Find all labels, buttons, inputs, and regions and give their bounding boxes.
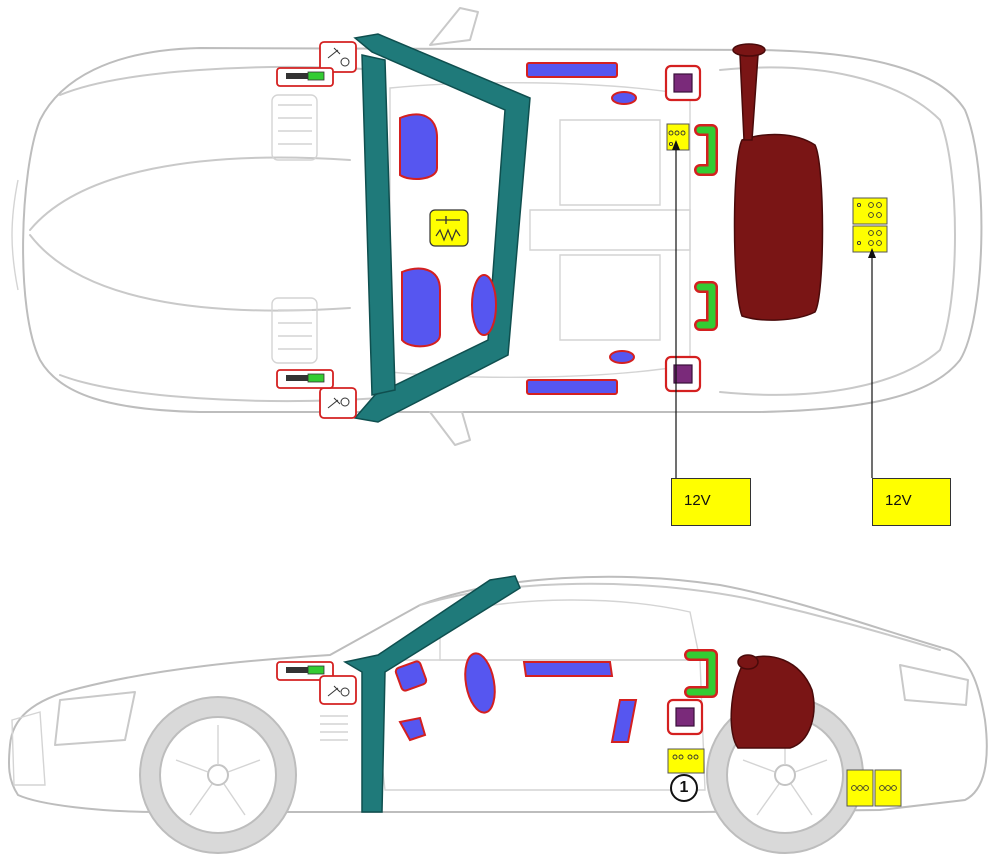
seat-belt-tensioner-icon-bottom bbox=[319, 387, 357, 419]
steering-airbag-side bbox=[464, 652, 496, 714]
fuel-cap bbox=[732, 43, 766, 57]
side-airbag-door bbox=[610, 699, 638, 743]
belt-tensioner-bottom bbox=[694, 281, 718, 331]
headlight bbox=[54, 691, 136, 746]
side-vent bbox=[320, 715, 348, 741]
battery-icon-side-cabin bbox=[667, 748, 705, 774]
a-pillar-side bbox=[342, 575, 521, 813]
battery-icon-trunk bbox=[852, 197, 888, 253]
seat-belt-tensioner-icon-top bbox=[319, 41, 357, 73]
battery-label-rear: 12V bbox=[872, 478, 951, 526]
seat-bottom bbox=[559, 254, 661, 341]
passenger-airbag bbox=[401, 267, 441, 348]
rollover-box-side bbox=[666, 698, 704, 736]
battery-icon-cabin bbox=[666, 123, 690, 151]
battery-icon-side-trunk bbox=[846, 769, 902, 807]
vent-top bbox=[271, 94, 318, 161]
fuel-tank-side bbox=[730, 655, 815, 749]
front-wheel bbox=[139, 696, 297, 854]
taillight bbox=[899, 664, 969, 706]
mirror-bottom bbox=[429, 411, 471, 446]
belt-tensioner-side bbox=[684, 649, 718, 698]
belt-buckle-top bbox=[276, 67, 334, 87]
side-airbag-bottom bbox=[609, 350, 635, 364]
center-console bbox=[529, 209, 691, 251]
battery-callout-number: 1 bbox=[670, 774, 698, 802]
driver-airbag bbox=[399, 113, 439, 181]
belt-buckle-side bbox=[276, 661, 334, 681]
side-airbag-top bbox=[611, 91, 637, 105]
seat-top bbox=[559, 119, 661, 206]
fuel-tank-top bbox=[733, 133, 824, 321]
hood-center bbox=[29, 156, 351, 231]
curtain-airbag-top bbox=[526, 62, 618, 78]
belt-tensioner-top bbox=[694, 124, 718, 176]
battery-label-front: 12V bbox=[671, 478, 751, 526]
gas-spring-icon bbox=[429, 209, 469, 247]
seat-belt-tensioner-icon-side bbox=[319, 675, 357, 705]
front-bumper bbox=[11, 179, 19, 291]
vent-bottom bbox=[271, 297, 318, 364]
fuel-filler-side bbox=[737, 654, 759, 670]
driver-airbag-side bbox=[394, 660, 428, 692]
rollover-box-top bbox=[664, 64, 702, 102]
top-view bbox=[11, 7, 983, 478]
curtain-airbag-side bbox=[522, 661, 614, 677]
curtain-airbag-bottom bbox=[526, 379, 618, 395]
grille bbox=[11, 711, 46, 786]
windshield-frame bbox=[353, 33, 531, 423]
leader-lines bbox=[672, 140, 876, 478]
rollover-box-bottom bbox=[664, 355, 702, 393]
trunk-outline bbox=[719, 66, 956, 396]
mirror-top bbox=[429, 7, 479, 46]
belt-buckle-bottom bbox=[276, 369, 334, 389]
side-view bbox=[8, 575, 988, 854]
a-pillar-left bbox=[361, 54, 396, 396]
knee-airbag-side bbox=[398, 716, 427, 742]
knee-airbag bbox=[471, 274, 497, 336]
